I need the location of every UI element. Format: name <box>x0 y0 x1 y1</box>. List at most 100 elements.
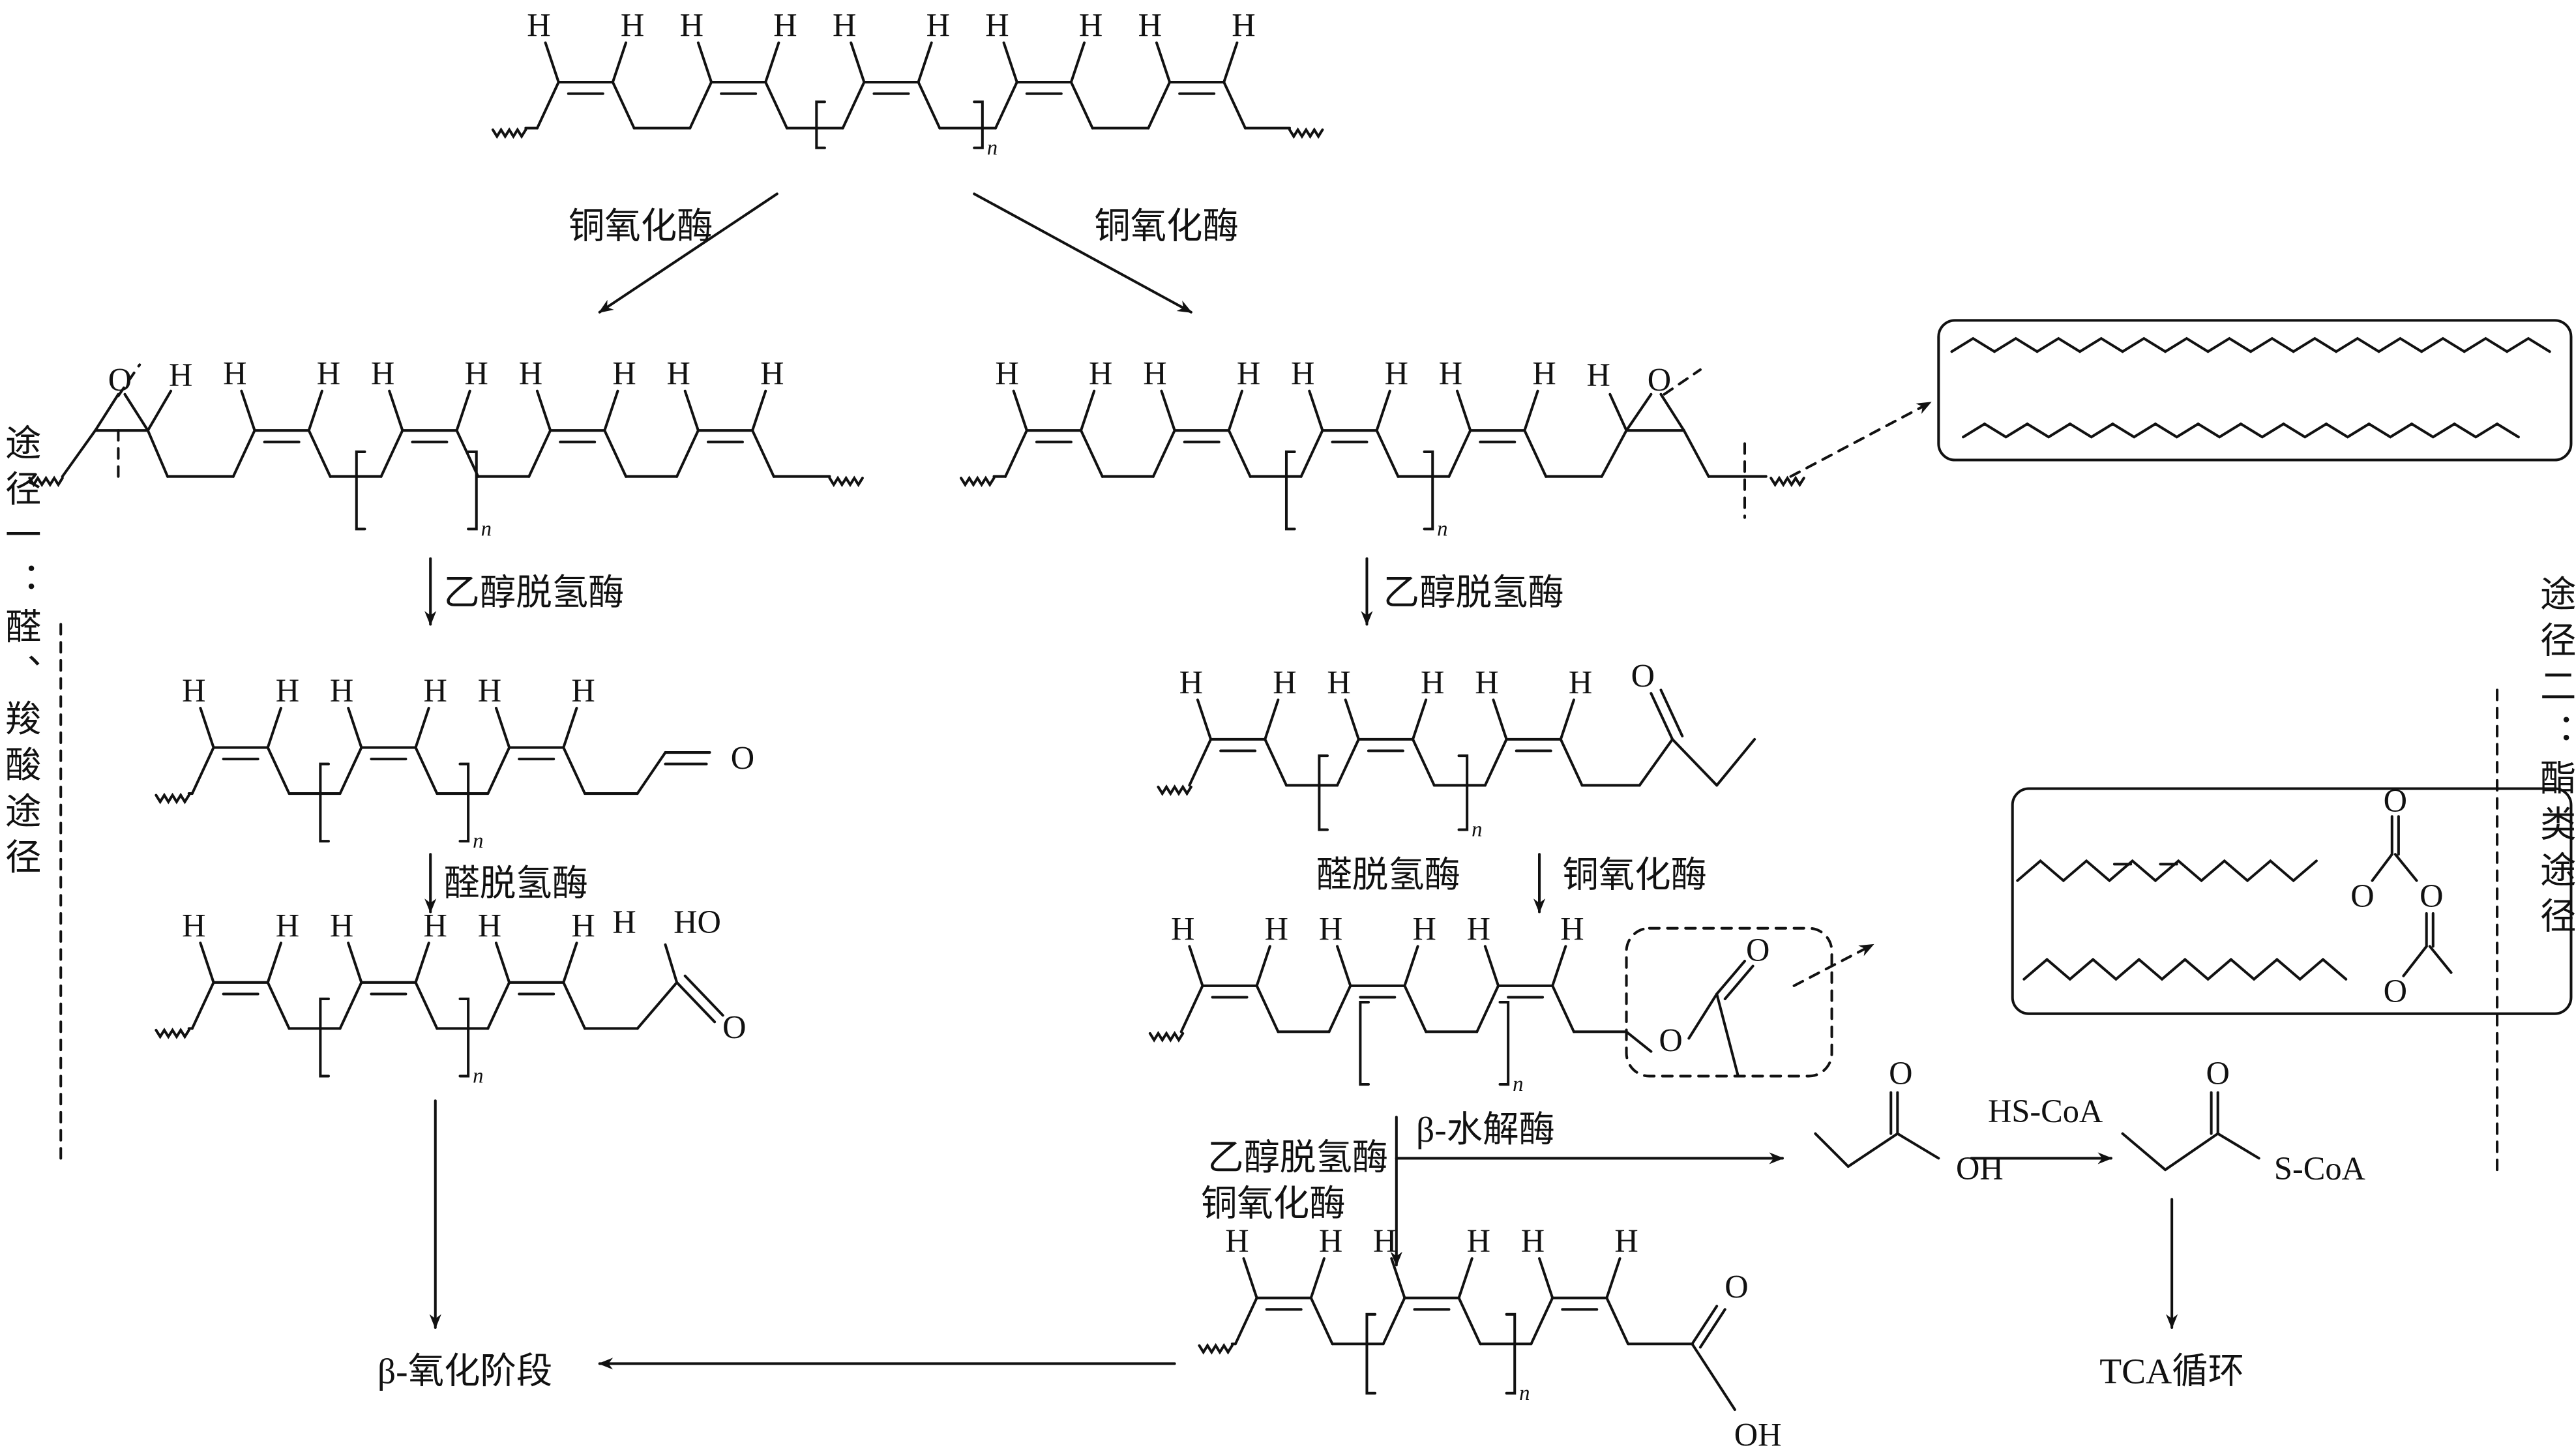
repeat-unit-n: n <box>987 136 998 160</box>
bond <box>1079 429 1104 478</box>
wavy-bond <box>1198 1343 1234 1355</box>
bond <box>1625 1030 1653 1053</box>
bond <box>1523 429 1548 478</box>
bond <box>764 80 788 130</box>
unsaturated-ester-chain <box>2016 859 2318 883</box>
bond <box>1382 1296 1406 1346</box>
oxygen-atom: O <box>731 739 754 776</box>
bond <box>1196 698 1213 741</box>
double-bond <box>1723 964 1754 1001</box>
hydrogen-atom: H <box>773 7 797 43</box>
bond <box>1151 429 1176 478</box>
bond <box>603 429 628 478</box>
bond <box>1227 389 1243 432</box>
oxygen-atom: O <box>2384 973 2407 1009</box>
beta-oxidation-stage: β-氧化阶段 <box>378 1352 552 1391</box>
repeat-unit-n: n <box>473 1065 483 1088</box>
hydrogen-atom: H <box>1237 355 1260 392</box>
hydrogen-atom: H <box>1587 357 1610 393</box>
bond <box>1222 80 1247 130</box>
bond <box>2121 1132 2167 1172</box>
bond <box>338 981 363 1030</box>
hydrogen-atom: H <box>330 672 353 709</box>
bond <box>1814 1132 1850 1168</box>
bracket-right <box>1457 754 1469 831</box>
bond <box>2216 1132 2260 1160</box>
hydrogen-atom: H <box>621 7 644 43</box>
double-bond <box>675 981 717 1024</box>
bond <box>1179 984 1204 1033</box>
bond <box>1715 737 1756 787</box>
enzyme-label: 乙醇脱氢酶 <box>1384 572 1564 612</box>
bond <box>94 393 120 432</box>
repeat-unit-n: n <box>1519 1382 1530 1405</box>
bond <box>1309 1296 1334 1346</box>
double-bond <box>1691 1305 1719 1346</box>
hydrogen-atom: H <box>182 672 205 709</box>
hydrogen-atom: H <box>1412 910 1436 947</box>
bond <box>414 942 430 984</box>
wavy-bond <box>828 475 864 488</box>
bond <box>199 707 215 749</box>
bond <box>146 429 170 478</box>
bracket-left <box>1359 1001 1370 1086</box>
hydrogen-atom: H <box>527 7 550 43</box>
hydrogen-atom: H <box>1521 1223 1545 1259</box>
bond <box>1483 737 1508 787</box>
bond <box>1375 389 1391 432</box>
bond <box>190 981 215 1030</box>
bond <box>683 389 700 432</box>
hydrogen-atom: H <box>1273 664 1296 700</box>
bond <box>1188 737 1213 787</box>
hydrogen-atom: H <box>1232 7 1255 43</box>
bracket-left <box>319 998 330 1078</box>
bond <box>231 429 256 478</box>
bracket-right <box>973 100 984 149</box>
pathway1-label: 途径一：醛、羧酸途径 <box>0 424 40 884</box>
bond <box>1600 429 1628 478</box>
enzyme-label: β-水解酶 <box>1416 1110 1555 1150</box>
bond <box>123 393 149 432</box>
hydrogen-atom: H <box>1467 1223 1490 1259</box>
bond <box>1896 1132 1940 1160</box>
bracket-right <box>1498 1001 1510 1086</box>
hydrogen-atom: H <box>223 355 246 392</box>
s-coa-label: S-CoA <box>2274 1150 2366 1187</box>
bond <box>562 942 578 984</box>
bond <box>850 41 866 84</box>
wavy-bond <box>1157 784 1192 796</box>
hydrogen-atom: H <box>680 7 703 43</box>
bond <box>1227 429 1252 478</box>
bond <box>1403 984 1428 1033</box>
hydrogen-atom: H <box>571 672 595 709</box>
bond <box>1682 429 1710 478</box>
bond <box>494 707 511 749</box>
bond <box>1625 393 1653 432</box>
bond <box>544 41 560 84</box>
bond <box>1012 389 1028 432</box>
bond <box>1411 737 1436 787</box>
bond <box>1234 1296 1258 1346</box>
bond <box>535 389 552 432</box>
bond <box>562 707 578 749</box>
hydrogen-atom: H <box>1467 910 1490 947</box>
bracket-left <box>319 762 330 843</box>
bond <box>1457 1257 1473 1299</box>
bond <box>240 389 256 432</box>
bond <box>1069 41 1086 84</box>
hydrogen-atom: H <box>1439 355 1462 392</box>
bond <box>1671 737 1719 787</box>
bond <box>1457 1296 1482 1346</box>
bond <box>664 943 679 984</box>
bond <box>1222 41 1239 84</box>
oxygen-atom: O <box>1725 1269 1748 1305</box>
bond <box>1255 945 1271 987</box>
hydrogen-atom: H <box>1475 664 1498 700</box>
bracket-left <box>815 100 826 149</box>
bond <box>1069 80 1094 130</box>
bond <box>414 707 430 749</box>
hydrogen-atom: H <box>1614 1223 1638 1259</box>
bond <box>1483 945 1500 987</box>
wavy-bond <box>155 792 190 805</box>
bond <box>562 981 587 1030</box>
